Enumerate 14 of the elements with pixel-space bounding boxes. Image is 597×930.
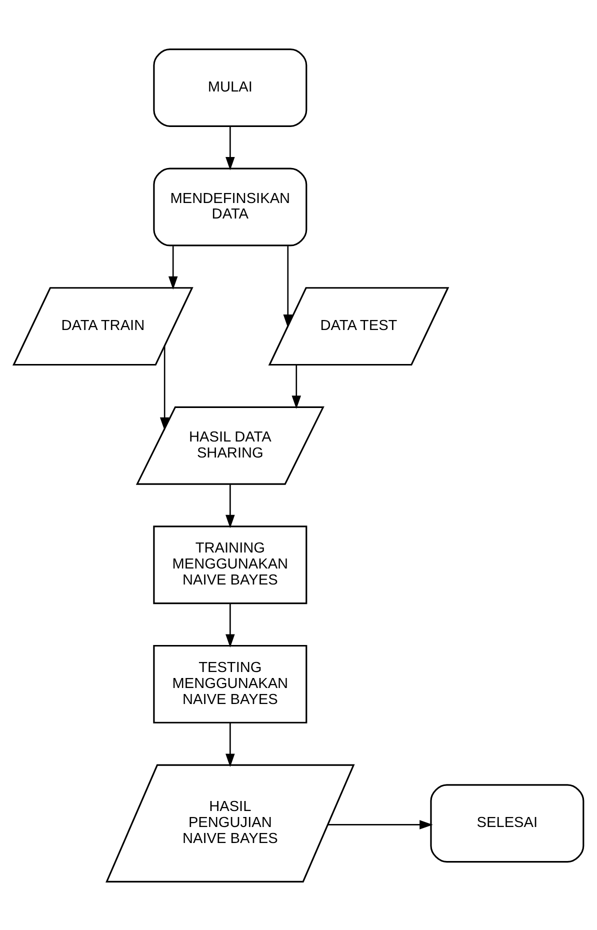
node-box: MENDEFINSIKAN DATA xyxy=(153,167,308,246)
arrow xyxy=(168,246,178,290)
arrow xyxy=(328,820,433,829)
arrow xyxy=(283,246,293,328)
arrow xyxy=(292,364,302,408)
node-box: MULAI xyxy=(153,48,308,126)
node-box: TESTING MENGGUNAKAN NAIVE BAYES xyxy=(153,644,308,723)
arrow xyxy=(226,126,235,170)
node-box: SELESAI xyxy=(430,784,584,862)
arrow xyxy=(160,346,170,430)
arrow xyxy=(226,603,235,647)
arrow xyxy=(226,722,235,767)
arrow xyxy=(226,484,235,528)
node-box: TRAINING MENGGUNAKAN NAIVE BAYES xyxy=(153,525,308,604)
